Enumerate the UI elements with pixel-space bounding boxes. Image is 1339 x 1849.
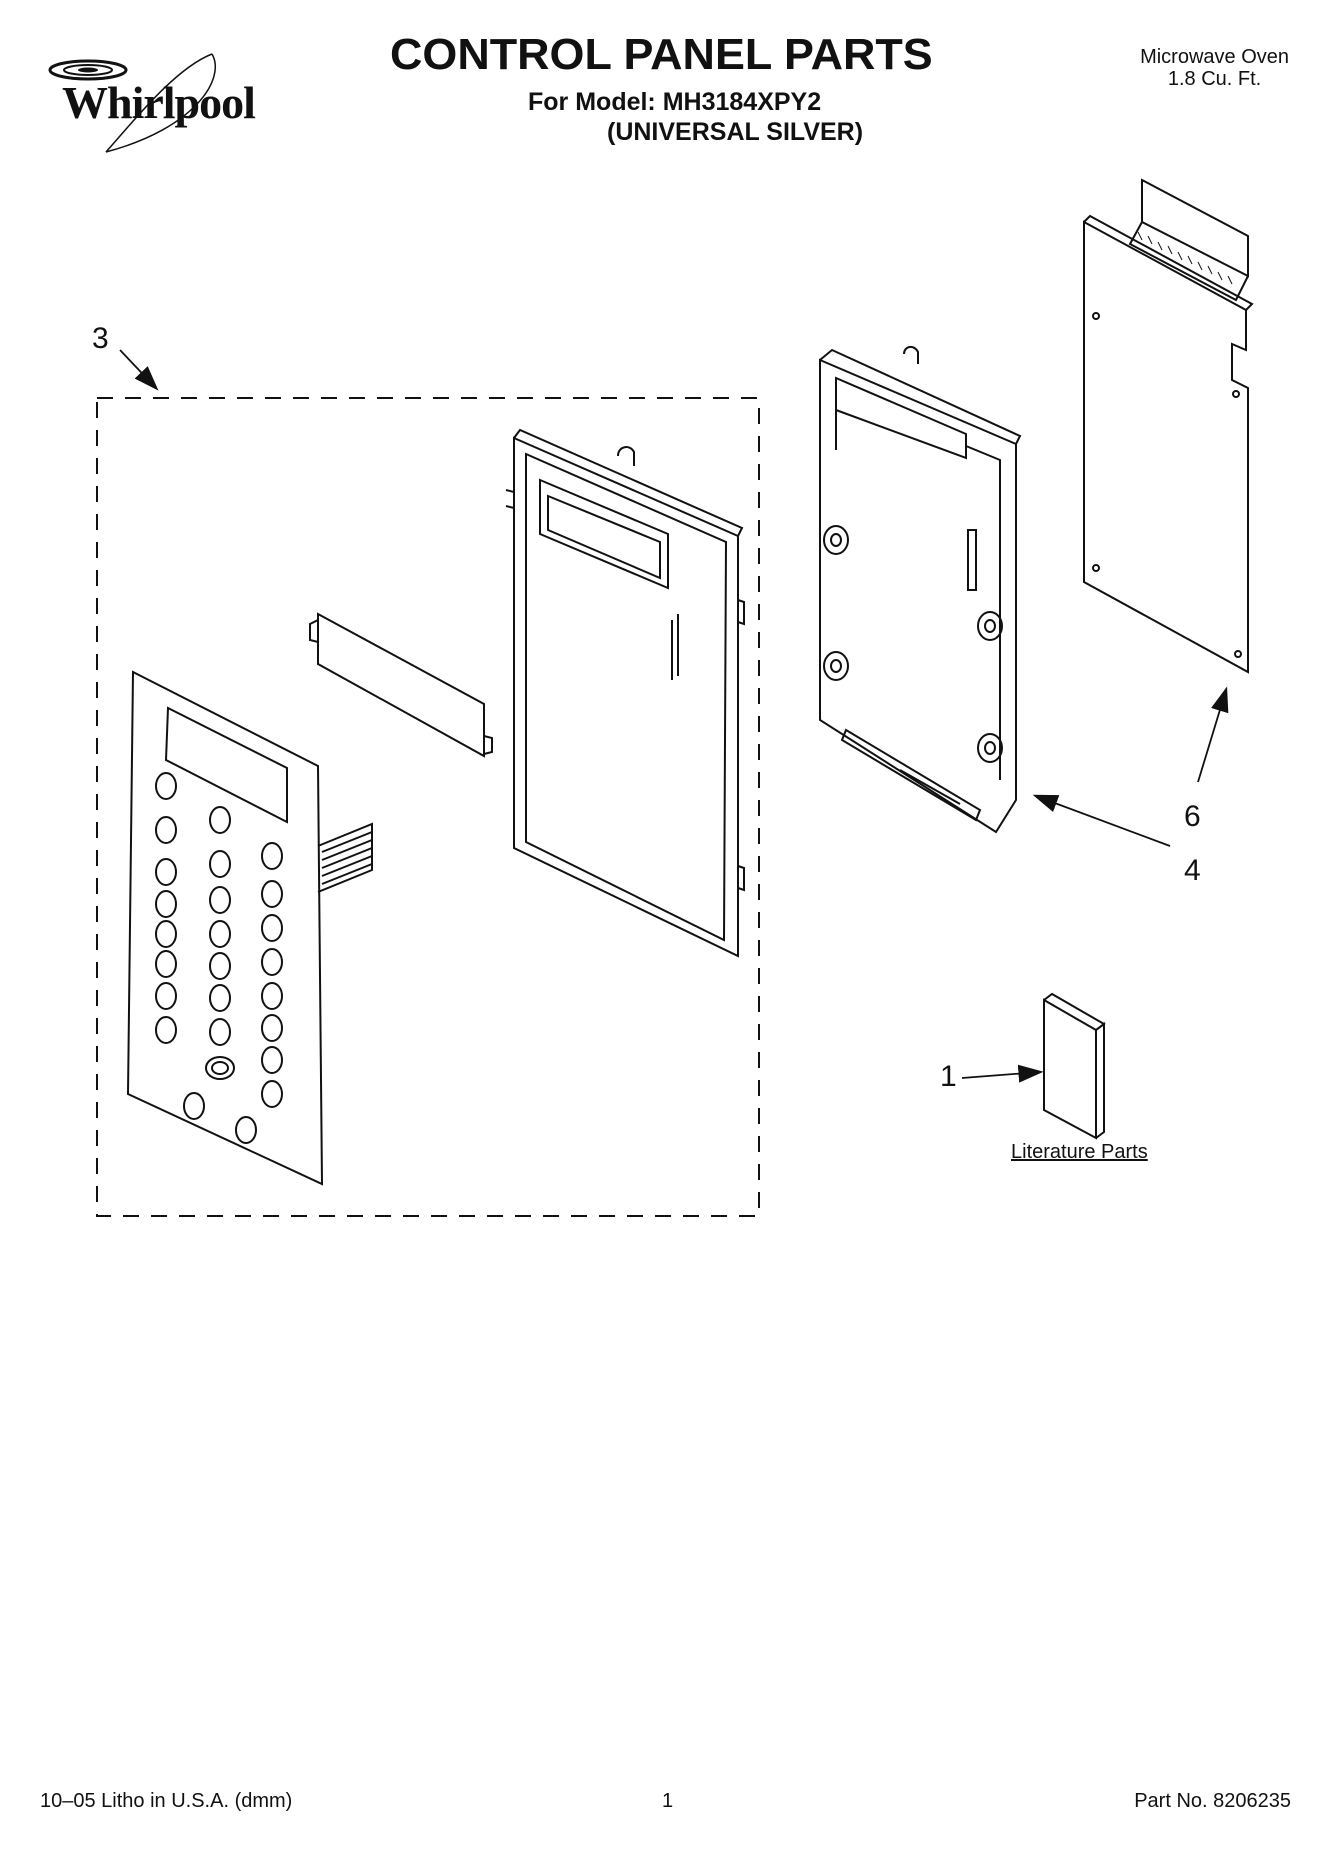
footer-page-number: 1 bbox=[662, 1790, 674, 1812]
assembly-3-boundary bbox=[96, 397, 760, 1217]
electronic-control-board bbox=[1083, 178, 1254, 674]
ribbon-cable-hatch bbox=[1137, 231, 1233, 285]
leader-arrows bbox=[119, 349, 1229, 1083]
callout-4: 4 bbox=[1184, 854, 1201, 887]
literature-parts-label: Literature Parts bbox=[1011, 1141, 1148, 1163]
logo-swirl-icon bbox=[48, 53, 217, 153]
keypad-buttons bbox=[155, 772, 283, 1144]
arrow-1 bbox=[961, 1064, 1044, 1083]
arrow-6 bbox=[1197, 686, 1229, 783]
footer-litho: 10–05 Litho in U.S.A. (dmm) bbox=[40, 1790, 293, 1812]
product-type: Microwave Oven bbox=[1140, 46, 1289, 68]
callout-1: 1 bbox=[940, 1060, 957, 1093]
arrow-3 bbox=[119, 349, 159, 391]
display-window bbox=[309, 612, 493, 758]
control-housing bbox=[819, 346, 1022, 834]
page-title: CONTROL PANEL PARTS bbox=[390, 30, 933, 79]
product-capacity: 1.8 Cu. Ft. bbox=[1167, 68, 1262, 90]
arrow-4 bbox=[1032, 794, 1171, 847]
whirlpool-logo: Whirlpool bbox=[26, 48, 266, 158]
footer-part-number: Part No. 8206235 bbox=[1134, 1790, 1291, 1812]
literature-packet bbox=[1043, 992, 1106, 1140]
brand-name: Whirlpool bbox=[62, 77, 256, 128]
membrane-tail-cable bbox=[317, 822, 373, 893]
model-line: For Model: MH3184XPY2 bbox=[528, 88, 822, 116]
keypad-membrane bbox=[126, 670, 373, 1186]
variant-line: (UNIVERSAL SILVER) bbox=[607, 118, 864, 146]
callout-3: 3 bbox=[92, 322, 109, 355]
control-panel-frame bbox=[505, 428, 745, 958]
product-info: Microwave Oven 1.8 Cu. Ft. bbox=[1140, 46, 1289, 90]
callout-6: 6 bbox=[1184, 800, 1201, 833]
